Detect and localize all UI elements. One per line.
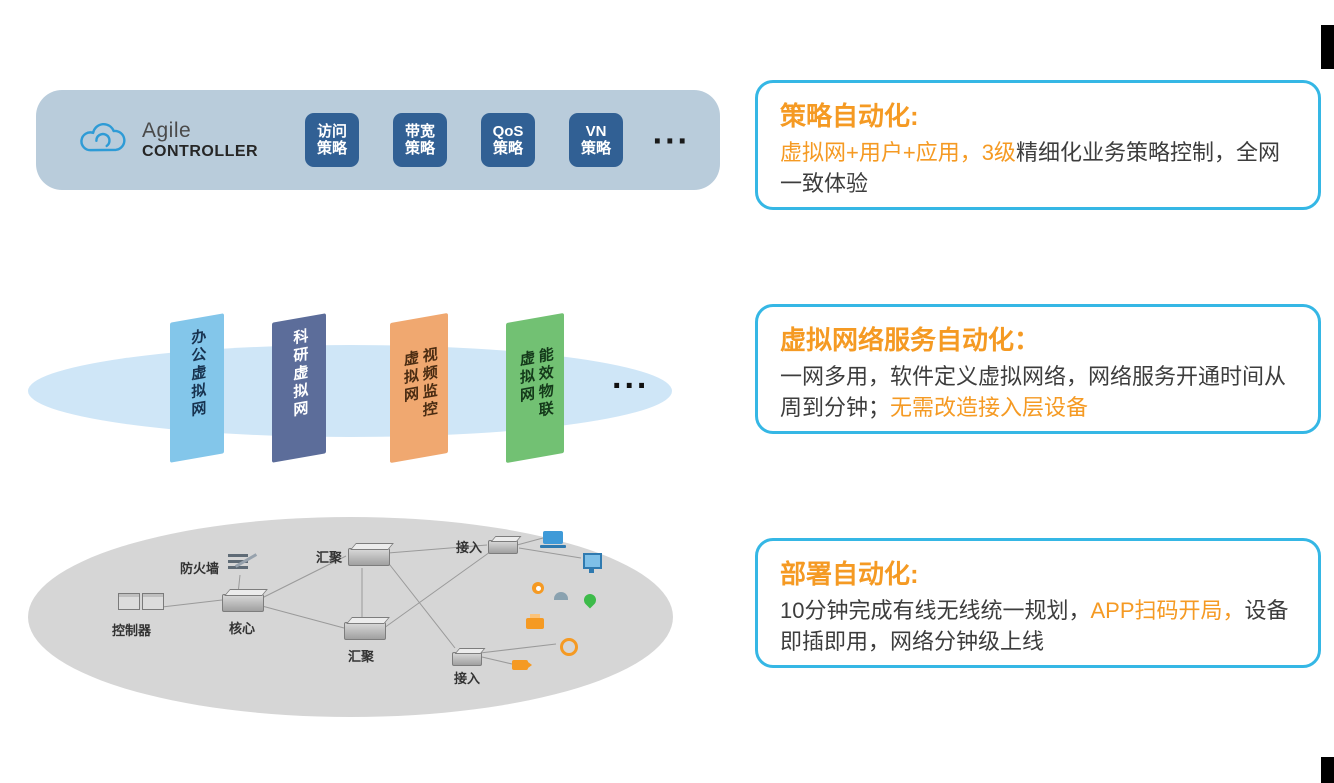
webcam-icon (532, 582, 544, 594)
policy-chips: 访问 策略 带宽 策略 QoS 策略 VN 策略 (305, 113, 623, 167)
controller-node (118, 593, 164, 610)
ip-phone-icon (560, 638, 578, 656)
agile-controller-layer: Agile CONTROLLER 访问 策略 带宽 策略 QoS 策略 VN 策… (36, 90, 720, 190)
callout-text: 一网多用，软件定义虚拟网络，网络服务开通时间从周到分钟； (780, 364, 1287, 421)
controller-label: 控制器 (112, 623, 152, 638)
callout-text: 10分钟完成有线无线统一规划， (780, 598, 1091, 623)
chip-line: 带宽 (404, 122, 435, 140)
callout-body: 一网多用，软件定义虚拟网络，网络服务开通时间从周到分钟；无需改造接入层设备 (780, 361, 1296, 423)
aggregation-top-label: 汇聚 (316, 550, 343, 565)
laptop-icon (540, 531, 566, 548)
policy-chip-access: 访问 策略 (305, 113, 359, 167)
location-pin-icon (581, 591, 599, 609)
firewall-icon (228, 552, 258, 570)
aggregation-switch-icon (344, 622, 386, 640)
monitor-icon (583, 553, 602, 573)
vn-plane-video-surveillance: 视频监控虚拟网 (390, 312, 448, 464)
brand: Agile CONTROLLER (74, 90, 258, 190)
aggregation-bottom-label: 汇聚 (348, 649, 375, 664)
vn-plane-label: 能效物联虚拟网 (518, 345, 554, 421)
callout-highlight-text: APP扫码开局， (1090, 598, 1245, 623)
cloud-logo-icon (74, 118, 130, 163)
access-switch-top-node (488, 540, 518, 554)
screen-edge-artifact-top (1321, 25, 1334, 69)
callout-highlight-text: 无需改造接入层设备 (890, 395, 1089, 421)
callout-title: 虚拟网络服务自动化： (780, 325, 1041, 355)
callout-body: 10分钟完成有线无线统一规划，APP扫码开局，设备即插即用，网络分钟级上线 (780, 595, 1296, 657)
callout-text: 设备即插即用，网络分钟级上线 (780, 598, 1289, 655)
callout-deployment-automation: 部署自动化: 10分钟完成有线无线统一规划，APP扫码开局，设备即插即用，网络分… (755, 538, 1321, 668)
access-switch-icon (452, 652, 482, 666)
chip-line: 策略 (492, 140, 523, 157)
brand-text: Agile CONTROLLER (142, 119, 258, 161)
core-label: 核心 (229, 621, 256, 636)
more-vn-ellipsis: ... (612, 358, 650, 396)
aggregation-switch-top-node (348, 548, 390, 566)
callout-title: 部署自动化: (780, 559, 919, 589)
brand-name: Agile (142, 119, 192, 142)
more-policies-ellipsis: ... (652, 113, 690, 152)
aggregation-switch-bottom-node (344, 622, 386, 640)
policy-chip-bandwidth: 带宽 策略 (393, 113, 447, 167)
callout-policy-automation: 策略自动化: 虚拟网+用户+应用，3级精细化业务策略控制，全网一致体验 (755, 80, 1321, 210)
callout-text: 精细化业务策略控制，全网一致体验 (780, 140, 1280, 197)
callout-virtual-network-automation: 虚拟网络服务自动化： 一网多用，软件定义虚拟网络，网络服务开通时间从周到分钟；无… (755, 304, 1321, 434)
chip-line: VN (585, 122, 607, 140)
core-switch-icon (222, 594, 264, 612)
controller-icon (118, 593, 164, 610)
access-switch-icon (488, 540, 518, 554)
chip-line: 访问 (316, 122, 347, 140)
vn-plane-research: 科研虚拟网 (272, 313, 326, 463)
vn-plane-office: 办公虚拟网 (170, 313, 224, 463)
access-switch-bottom-node (452, 652, 482, 666)
brand-subtitle: CONTROLLER (142, 143, 259, 160)
policy-chip-vn: VN 策略 (569, 113, 623, 167)
vn-plane-label: 科研虚拟网 (291, 327, 309, 421)
printer-icon (526, 614, 544, 629)
screen-edge-artifact-bottom (1321, 757, 1334, 783)
dome-camera-icon (554, 592, 568, 600)
callout-title: 策略自动化: (780, 101, 919, 131)
aggregation-switch-icon (348, 548, 390, 566)
camera-icon (512, 660, 532, 670)
firewall-node (228, 552, 258, 570)
access-bottom-label: 接入 (454, 671, 481, 686)
virtual-network-ellipse (28, 345, 672, 437)
chip-line: QoS (492, 122, 524, 140)
vn-plane-energy-iot: 能效物联虚拟网 (506, 312, 564, 464)
chip-line: 策略 (404, 140, 435, 157)
callout-highlight-text: 虚拟网+用户+应用，3级 (780, 140, 1016, 165)
firewall-label: 防火墙 (180, 561, 220, 576)
policy-chip-qos: QoS 策略 (481, 113, 535, 167)
callout-body: 虚拟网+用户+应用，3级精细化业务策略控制，全网一致体验 (780, 137, 1296, 199)
access-top-label: 接入 (456, 540, 483, 555)
vn-plane-label: 视频监控虚拟网 (402, 345, 438, 421)
core-switch-node (222, 594, 264, 612)
chip-line: 策略 (580, 140, 611, 157)
chip-line: 策略 (316, 140, 347, 157)
vn-plane-label: 办公虚拟网 (189, 327, 207, 421)
